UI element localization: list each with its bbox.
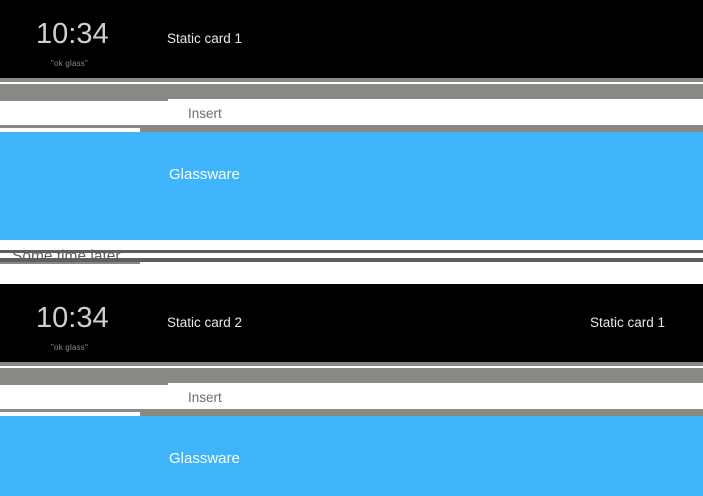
timeline-track-bottom-before (0, 125, 703, 128)
glassware-card-after: Glassware (0, 416, 703, 496)
insert-connector-nub-after (0, 383, 168, 385)
glassware-card-before: Glassware (0, 132, 703, 240)
insert-connector-nub-before (0, 99, 168, 101)
static-card-1-label-after: Static card 1 (590, 315, 666, 330)
timeline-track-gap-after (0, 366, 703, 368)
timeline-track-top-after (0, 362, 703, 366)
clock-time: 10:34 (36, 302, 109, 334)
insert-connector-nub2-before (140, 128, 703, 132)
timeline-track-top-before (0, 78, 703, 82)
insert-gap-after (0, 385, 703, 409)
timeline-track-gap-before (0, 82, 703, 84)
timeline-track-main-before (0, 84, 703, 99)
glassware-label-before: Glassware (169, 166, 240, 183)
timeline-track-bottom-after (0, 409, 703, 412)
insert-gap-before (0, 101, 703, 125)
insert-label-before: Insert (188, 106, 222, 121)
some-time-later-label: Some time later... (12, 248, 133, 265)
ok-glass-hint: "ok glass" (51, 59, 89, 68)
glassware-label-after: Glassware (169, 450, 240, 467)
home-card-row-after: 10:34 "ok glass" Static card 2 Static ca… (0, 284, 703, 362)
divider-line-upper (0, 250, 703, 253)
insert-label-after: Insert (188, 390, 222, 405)
static-card-1-label-before: Static card 1 (167, 31, 243, 46)
static-card-2-label-after: Static card 2 (167, 315, 243, 330)
insert-connector-nub2-after (140, 412, 703, 416)
ok-glass-hint: "ok glass" (51, 343, 89, 352)
home-card-row-before: 10:34 "ok glass" Static card 1 (0, 0, 703, 78)
clock-time: 10:34 (36, 18, 109, 50)
timeline-track-main-after (0, 368, 703, 383)
divider-line-stub (0, 262, 140, 264)
divider-line-lower (0, 258, 703, 262)
